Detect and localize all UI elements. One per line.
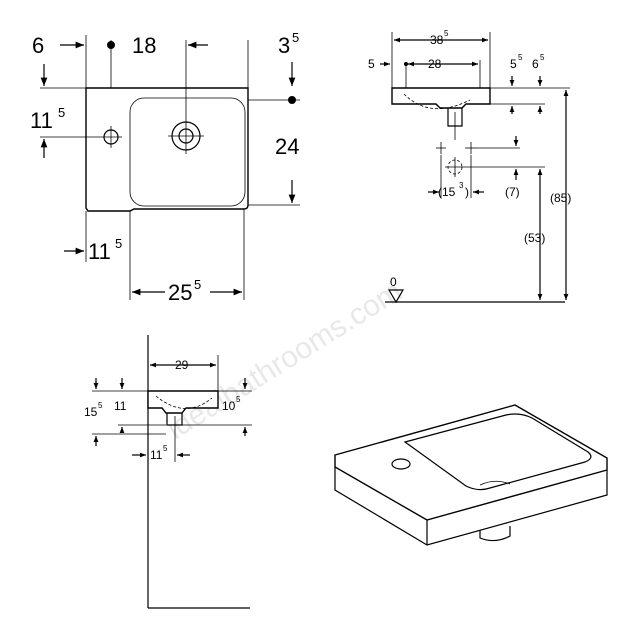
dim-10-sup: 5 (236, 395, 241, 404)
dim-5b-sup: 5 (518, 53, 523, 62)
top-view: 6 18 3 5 11 5 24 11 5 25 5 (30, 30, 300, 305)
dim-15: (15 (438, 185, 456, 199)
dim-10: 10 (222, 399, 236, 413)
dim-11a-sup: 5 (58, 105, 65, 120)
dim-15-sup: 3 (459, 181, 464, 190)
dim-29: 29 (175, 358, 189, 372)
dim-6b-sup: 5 (540, 53, 545, 62)
dim-25: 25 (168, 280, 192, 305)
isometric-view (334, 404, 608, 546)
dim-25-sup: 5 (194, 277, 201, 292)
dim-53: (53) (524, 231, 545, 245)
dim-85: (85) (550, 191, 571, 205)
basin-outline (85, 87, 249, 212)
dim-3: 3 (278, 33, 290, 58)
dim-15s-sup: 5 (98, 401, 103, 410)
dim-15s: 15 (84, 405, 98, 419)
basin-bowl (129, 97, 246, 207)
dim-28: 28 (428, 57, 442, 71)
connection-points (436, 142, 477, 177)
iso-taphole (391, 458, 411, 470)
dim-5b: 5 (510, 57, 517, 71)
dim-5: 5 (368, 57, 375, 71)
front-basin (391, 87, 491, 109)
watermark: idealbathrooms.com (161, 275, 408, 446)
dim-11bs-sup: 5 (163, 444, 168, 453)
front-view: 0 38 5 5 28 5 5 6 5 (368, 29, 571, 304)
watermark-text: idealbathrooms.com (161, 275, 408, 446)
dim-18: 18 (132, 33, 156, 58)
dim-11s: 11 (114, 399, 127, 413)
dim-38-sup: 5 (444, 29, 449, 38)
dim-3-sup: 5 (292, 30, 299, 45)
dim-11bs: 11 (150, 448, 163, 462)
dim-7: (7) (505, 185, 520, 199)
side-view: 29 15 5 11 10 5 11 5 (84, 335, 252, 609)
iso-bowl (403, 413, 592, 491)
iso-top (334, 404, 608, 521)
dim-6: 6 (32, 33, 44, 58)
dim-6b: 6 (532, 57, 539, 71)
dim-15-close: ) (465, 185, 469, 199)
dim-11b-sup: 5 (115, 236, 122, 251)
dim-11a: 11 (30, 108, 53, 133)
floor-zero: 0 (390, 275, 397, 289)
dim-38: 38 (430, 33, 444, 47)
dim-24: 24 (275, 134, 299, 159)
dim-11b: 11 (88, 239, 111, 264)
